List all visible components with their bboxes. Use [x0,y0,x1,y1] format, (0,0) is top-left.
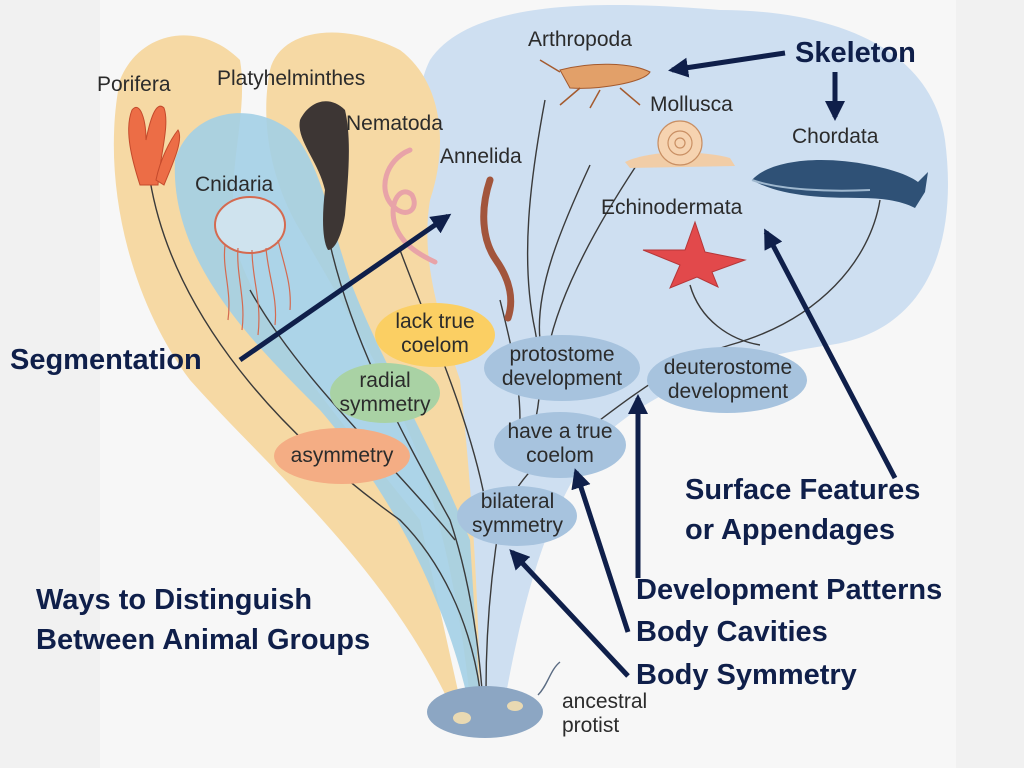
arthropoda-grasshopper-illustration [539,59,651,109]
label-arthropoda: Arthropoda [528,28,632,51]
trait-lack-true-coelom: lack true coelom [395,310,475,357]
label-chordata: Chordata [792,125,879,148]
label-porifera: Porifera [97,73,171,96]
mollusca-snail-illustration [625,120,735,168]
trait-asymmetry: asymmetry [290,444,394,467]
trait-oval-radial-symmetry [330,363,440,423]
porifera-sponge-illustration [128,105,180,186]
echinodermata-starfish-illustration [642,220,747,289]
annotation-body-cavities: Body Cavities [636,616,828,648]
trait-bilateral-symmetry: bilateral symmetry [472,490,563,537]
trait-have-a-true-coelom: have a true coelom [507,420,613,467]
trait-oval-deuterostome [647,347,807,413]
annelida-earthworm-illustration [480,176,515,322]
annotation-ways-to-distinguish: Ways to Distinguish Between Animal Group… [36,584,371,656]
trait-radial-symmetry: radial symmetry [339,369,431,416]
trait-oval-protostome [484,335,640,401]
platyhelminthes-flatworm-illustration [299,101,349,250]
chordata-whale-illustration [751,160,928,208]
trait-oval-asymmetry [274,428,410,484]
annotation-arrows [238,50,898,678]
trait-oval-true-coelom [494,412,626,478]
label-ancestral-protist: ancestral protist [562,690,648,737]
annotation-development-patterns: Development Patterns [636,574,943,606]
trait-oval-bilateral [457,486,577,546]
label-cnidaria: Cnidaria [195,173,274,196]
lineage-lines [149,99,881,691]
cnidaria-jellyfish-illustration [214,196,291,336]
label-nematoda: Nematoda [346,112,443,135]
annotation-skeleton: Skeleton [795,37,916,69]
trait-deuterostome-development: deuterostome development [663,356,793,403]
annotation-segmentation: Segmentation [10,344,202,376]
trait-oval-lack-true-coelom [375,303,495,367]
trait-protostome-development: protostome development [501,343,623,390]
label-echinodermata: Echinodermata [601,196,743,219]
annotation-surface-features: Surface Features or Appendages [685,474,921,546]
ancestral-protist-illustration [427,661,561,738]
label-annelida: Annelida [440,145,522,168]
label-mollusca: Mollusca [650,93,733,116]
label-platyhelminthes: Platyhelminthes [217,67,366,90]
nematoda-roundworm-illustration [382,147,438,265]
annotation-body-symmetry: Body Symmetry [636,659,857,691]
blue-cnidaria-region [174,113,481,700]
